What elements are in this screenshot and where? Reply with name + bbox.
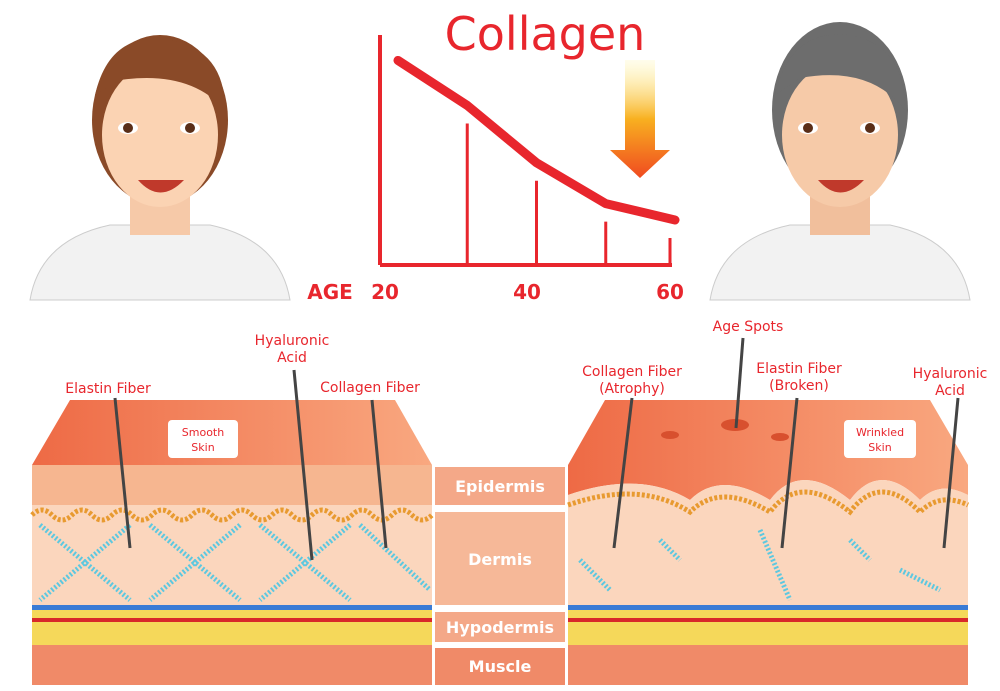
layer-labels: Epidermis Dermis Hypodermis Muscle: [435, 467, 565, 685]
wrinkled-skin-tag: Wrinkled: [856, 426, 904, 439]
pointer-lines: [113, 337, 960, 561]
smooth-skin-tag: Smooth: [182, 426, 224, 439]
label-collagen-fiber: Collagen Fiber: [320, 380, 420, 396]
label-hyaluronic-acid: Acid: [277, 350, 307, 366]
label-hyaluronic-acid-right: Acid: [935, 383, 965, 399]
young-woman-illustration: [29, 35, 291, 301]
label-elastin-broken: Elastin Fiber: [756, 361, 842, 377]
layer-dermis: Dermis: [468, 550, 532, 569]
label-hyaluronic-acid: Hyaluronic: [255, 333, 330, 349]
older-woman-illustration: [709, 22, 971, 301]
tick-label: 40: [513, 280, 541, 304]
label-collagen-atrophy: (Atrophy): [599, 381, 665, 397]
collagen-chart: [378, 35, 680, 267]
label-age-spots: Age Spots: [713, 319, 784, 335]
tick-label: 60: [656, 280, 684, 304]
wrinkled-skin-tag: Skin: [868, 441, 891, 454]
down-arrow-icon: [610, 60, 670, 178]
label-hyaluronic-acid-right: Hyaluronic: [913, 366, 988, 382]
wrinkled-skin-cross-section: Wrinkled Skin: [567, 400, 970, 685]
tick-label: 20: [371, 280, 399, 304]
label-elastin-fiber: Elastin Fiber: [65, 381, 151, 397]
label-collagen-atrophy: Collagen Fiber: [582, 364, 682, 380]
layer-muscle: Muscle: [469, 657, 532, 676]
smooth-skin-cross-section: Smooth Skin: [30, 400, 434, 685]
label-elastin-broken: (Broken): [769, 378, 829, 394]
smooth-skin-tag: Skin: [191, 441, 214, 454]
axis-label: AGE: [307, 280, 353, 304]
collagen-curve: [393, 55, 680, 225]
layer-epidermis: Epidermis: [455, 477, 545, 496]
layer-hypodermis: Hypodermis: [446, 618, 554, 637]
chart-title: Collagen: [445, 7, 646, 61]
